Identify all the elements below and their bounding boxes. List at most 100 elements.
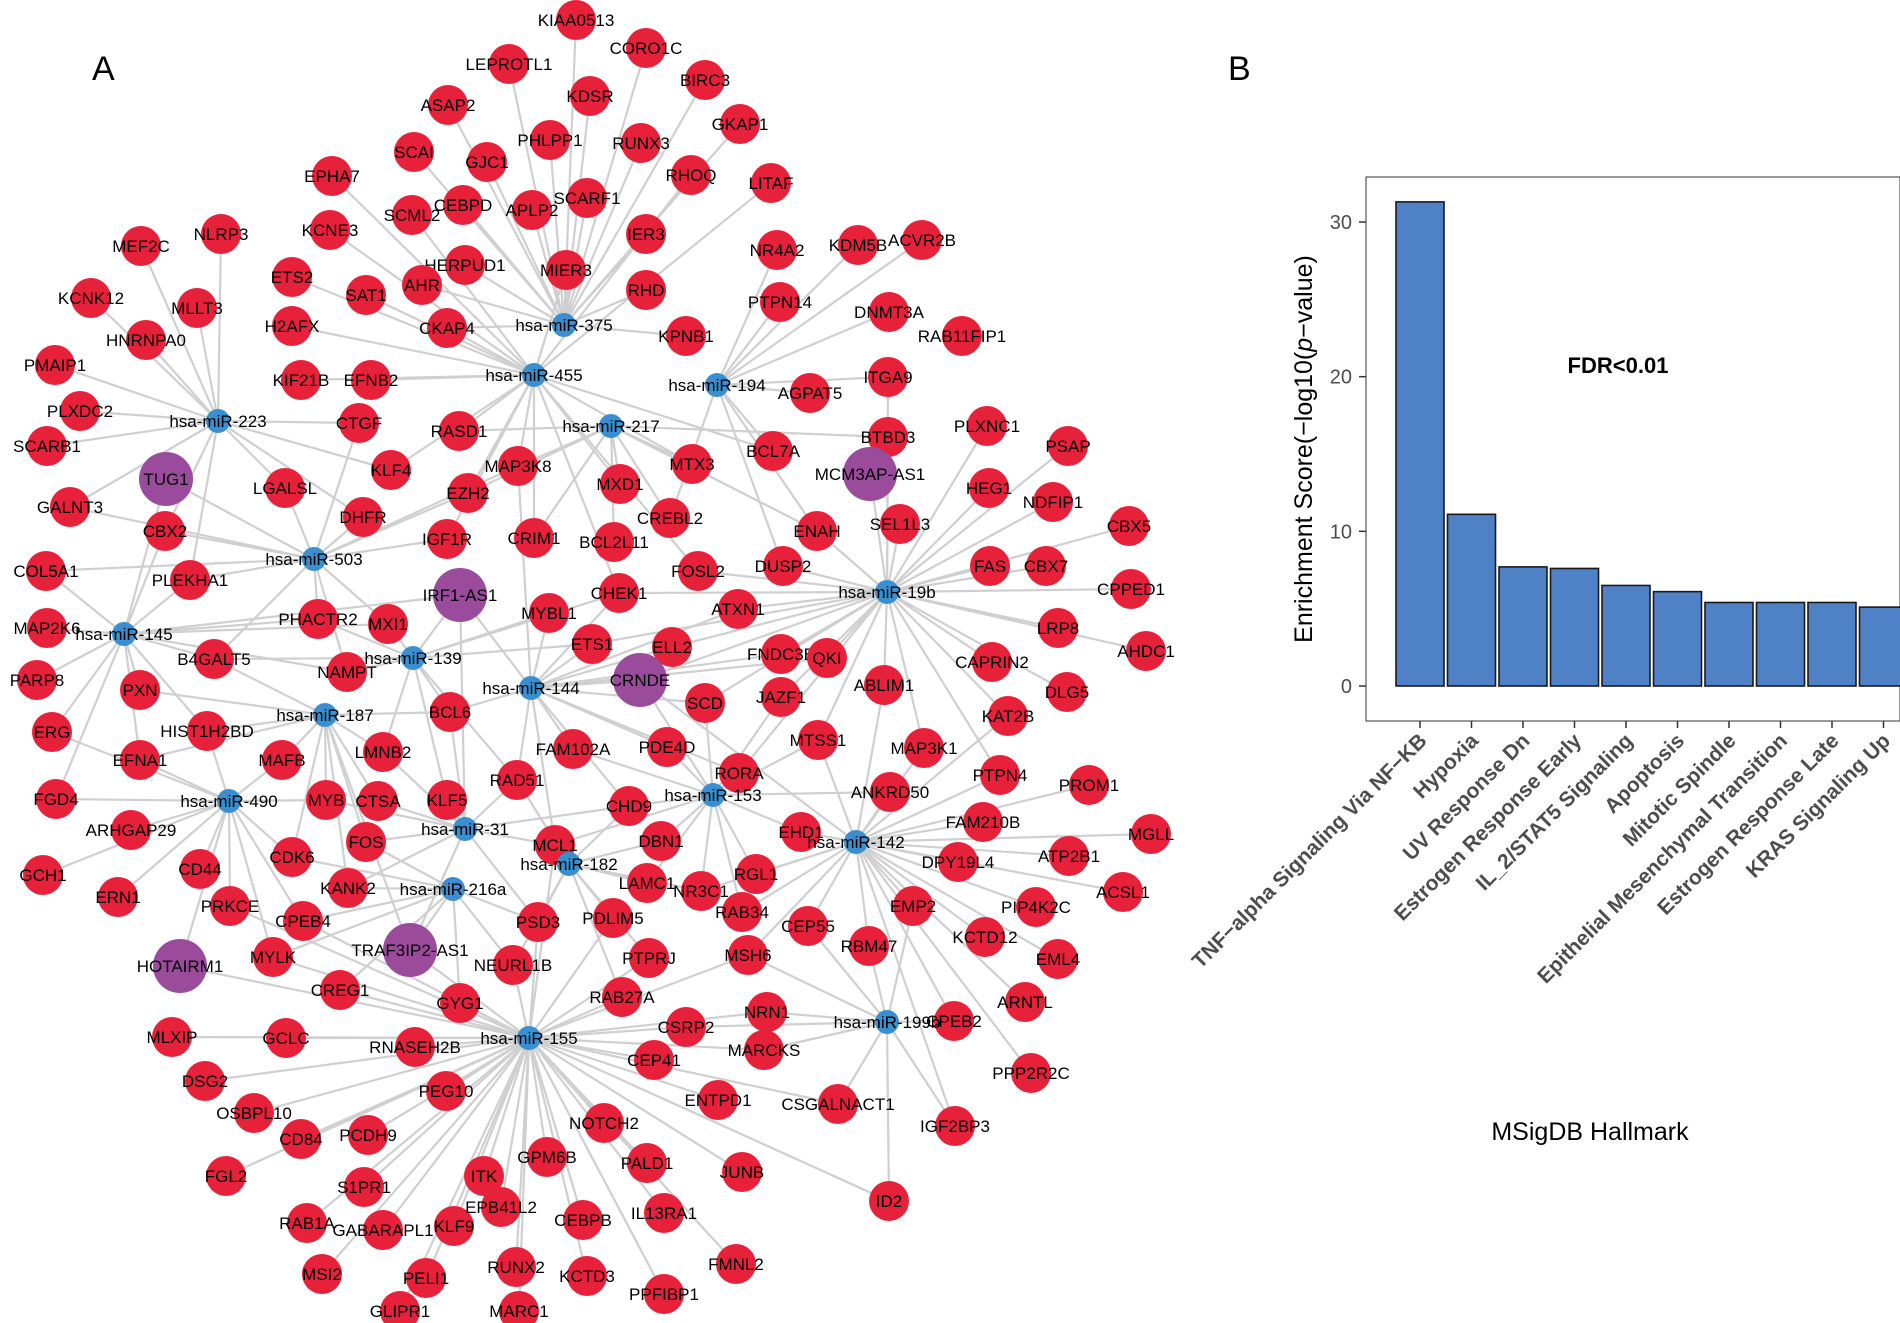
- gene-label: IGF1R: [422, 530, 472, 549]
- gene-label: ETS2: [271, 268, 314, 287]
- gene-node-atxn1: ATXN1: [711, 589, 765, 629]
- mirna-node-hsa-mir-375: hsa-miR-375: [515, 313, 613, 337]
- gene-label: BIRC3: [680, 71, 730, 90]
- gene-circle: [430, 692, 470, 732]
- gene-label: GCLC: [262, 1029, 309, 1048]
- gene-node-lamc1: LAMC1: [619, 863, 675, 903]
- mirna-circle: [206, 409, 230, 433]
- gene-node-s1pr1: S1PR1: [337, 1167, 391, 1207]
- mirna-label: hsa-miR-153: [664, 786, 761, 805]
- gene-circle: [302, 1254, 342, 1294]
- gene-circle: [728, 935, 768, 975]
- gene-circle: [869, 292, 909, 332]
- gene-node-psd3: PSD3: [516, 902, 560, 942]
- edge: [229, 904, 530, 1040]
- gene-label: PROM1: [1059, 776, 1119, 795]
- gene-node-phactr2: PHACTR2: [278, 599, 358, 639]
- x-tick-label: TNF−alpha Signaling Via NF−KB: [1188, 729, 1432, 973]
- gene-circle: [346, 822, 386, 862]
- gene-label: IER3: [627, 225, 665, 244]
- gene-node-aplp2: APLP2: [506, 190, 558, 230]
- gene-label: DSG2: [182, 1072, 228, 1091]
- gene-circle: [281, 360, 321, 400]
- gene-circle: [838, 225, 878, 265]
- gene-label: MLXIP: [146, 1028, 197, 1047]
- gene-node-acsl1: ACSL1: [1096, 872, 1150, 912]
- gene-label: RNASEH2B: [369, 1038, 461, 1057]
- bar-uv-response-dn: [1498, 566, 1548, 687]
- gene-node-parp8: PARP8: [10, 660, 64, 700]
- gene-circle: [310, 210, 350, 250]
- gene-node-pxn: PXN: [120, 670, 160, 710]
- gene-node-gjc1: GJC1: [465, 142, 509, 182]
- edge: [528, 1036, 839, 1106]
- gene-circle: [716, 1244, 756, 1284]
- gene-node-map3k8: MAP3K8: [484, 446, 552, 486]
- gene-label: LMNB2: [355, 743, 412, 762]
- bar-hypoxia: [1446, 513, 1497, 687]
- gene-label: PXN: [123, 681, 158, 700]
- gene-circle: [942, 316, 982, 356]
- gene-label: KAT2B: [982, 707, 1035, 726]
- gene-circle: [363, 732, 403, 772]
- gene-node-rnaseh2b: RNASEH2B: [369, 1027, 461, 1067]
- gene-circle: [339, 403, 379, 443]
- gene-circle: [652, 627, 692, 667]
- gene-circle: [970, 546, 1010, 586]
- gene-circle: [368, 604, 408, 644]
- gene-label: RORA: [714, 764, 764, 783]
- gene-node-mybl1: MYBL1: [521, 593, 577, 633]
- gene-node-klf5: KLF5: [427, 780, 467, 820]
- edge: [421, 283, 565, 327]
- gene-circle: [719, 753, 759, 793]
- gene-node-mtss1: MTSS1: [790, 720, 846, 760]
- gene-label: MAP3K8: [484, 457, 551, 476]
- gene-label: NR3C1: [673, 882, 729, 901]
- gene-circle: [266, 1018, 306, 1058]
- edge: [854, 841, 957, 1127]
- edge: [548, 139, 566, 326]
- lncrna-node-irf1-as1: IRF1-AS1: [423, 568, 497, 622]
- gene-label: LRP8: [1037, 619, 1080, 638]
- gene-node-efna1: EFNA1: [113, 740, 167, 780]
- edge: [329, 229, 535, 376]
- edge: [253, 1036, 530, 1115]
- gene-circle: [563, 1200, 603, 1240]
- gene-label: CREG1: [311, 981, 370, 1000]
- gene-node-rasd1: RASD1: [431, 411, 487, 451]
- gene-label: CHEK1: [591, 584, 648, 603]
- gene-label: CD84: [279, 1130, 322, 1149]
- edge: [533, 425, 612, 539]
- gene-label: RUNX3: [612, 134, 670, 153]
- gene-node-epb41l2: EPB41L2: [465, 1187, 537, 1227]
- gene-node-creg1: CREG1: [311, 970, 370, 1010]
- gene-node-dhfr: DHFR: [339, 497, 387, 537]
- edge: [747, 841, 857, 956]
- gene-node-dnmt3a: DNMT3A: [854, 292, 925, 332]
- gene-circle: [36, 779, 76, 819]
- gene-node-herpud1: HERPUD1: [424, 245, 506, 285]
- gene-node-ptpn14: PTPN14: [748, 282, 812, 322]
- gene-node-scd: SCD: [685, 683, 725, 723]
- gene-node-mgll: MGLL: [1128, 814, 1174, 854]
- gene-label: NAMPT: [317, 663, 377, 682]
- edge: [302, 920, 530, 1039]
- mirna-circle: [701, 783, 725, 807]
- gene-node-pald1: PALD1: [621, 1143, 673, 1183]
- gene-circle: [145, 511, 185, 551]
- gene-node-kat2b: KAT2B: [982, 696, 1035, 736]
- gene-circle: [553, 729, 593, 769]
- gene-circle: [556, 0, 596, 40]
- gene-circle: [934, 1001, 974, 1041]
- edge: [854, 684, 886, 843]
- gene-node-kdm5b: KDM5B: [829, 225, 887, 265]
- gene-node-runx2: RUNX2: [487, 1247, 545, 1287]
- edge: [225, 1036, 530, 1178]
- gene-circle: [283, 901, 323, 941]
- gene-node-fgd4: FGD4: [33, 779, 79, 819]
- gene-circle: [1049, 836, 1089, 876]
- gene-label: AHR: [404, 276, 440, 295]
- gene-node-leprotl1: LEPROTL1: [466, 44, 552, 84]
- edge: [766, 1010, 888, 1024]
- gene-node-lrp8: LRP8: [1037, 608, 1080, 648]
